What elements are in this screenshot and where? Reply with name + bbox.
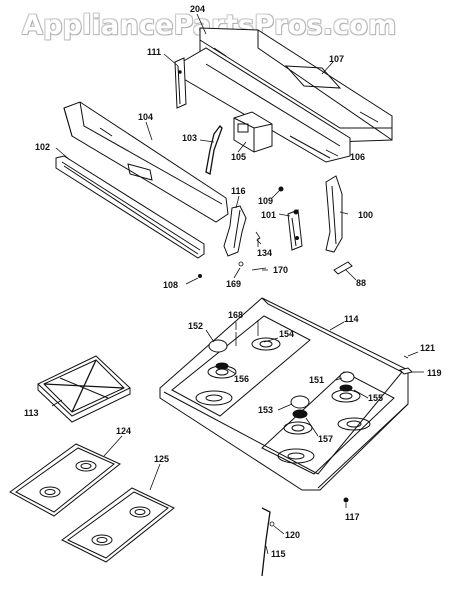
callout-114: 114 (344, 314, 359, 324)
end-panel-100 (325, 175, 343, 253)
rod-115 (261, 507, 275, 577)
drip-pan-124 (9, 443, 121, 517)
control-panel-104 (63, 101, 229, 223)
callout-119: 119 (427, 368, 442, 378)
callout-154: 154 (279, 329, 295, 339)
bracket-111 (174, 57, 187, 109)
front-trim-102 (55, 155, 205, 259)
callout-204: 204 (190, 4, 206, 14)
callout-109: 109 (258, 196, 274, 206)
callout-121: 121 (420, 343, 436, 353)
module-105 (233, 111, 273, 153)
leader-lines (51, 13, 424, 555)
side-bracket-116 (223, 205, 247, 257)
callout-170: 170 (273, 265, 289, 275)
callout-107: 107 (329, 54, 345, 64)
callout-101: 101 (261, 210, 277, 220)
burner-156 (215, 362, 229, 370)
callout-103: 103 (182, 133, 198, 143)
callout-156: 156 (234, 374, 250, 384)
callout-134: 134 (257, 248, 273, 258)
callout-116: 116 (231, 186, 246, 196)
callout-105: 105 (231, 152, 247, 162)
callout-125: 125 (154, 454, 170, 464)
cap-153 (290, 395, 310, 409)
screw-108 (198, 274, 202, 278)
strip-103 (205, 125, 223, 175)
callout-115: 115 (271, 549, 286, 559)
callout-151: 151 (309, 375, 325, 385)
callout-88: 88 (356, 278, 367, 288)
callout-120: 120 (285, 530, 301, 540)
callout-168: 168 (228, 310, 244, 320)
callout-113: 113 (24, 408, 39, 418)
callout-152: 152 (188, 321, 204, 331)
part-117 (343, 497, 349, 503)
callout-155: 155 (368, 393, 384, 403)
callout-106: 106 (350, 152, 366, 162)
callout-117: 117 (345, 512, 360, 522)
grate-113 (37, 355, 131, 423)
cap-151 (339, 371, 355, 383)
clip-170 (251, 267, 267, 271)
callout-124: 124 (116, 426, 132, 436)
callout-153: 153 (258, 405, 274, 415)
callout-169: 169 (226, 279, 242, 289)
screw-169 (238, 261, 244, 267)
cap-152 (208, 339, 228, 353)
burner-155 (339, 384, 353, 392)
bracket-101 (287, 209, 303, 251)
callout-102: 102 (35, 142, 51, 152)
callout-157: 157 (318, 434, 334, 444)
callout-104: 104 (138, 112, 154, 122)
burner-157 (292, 409, 308, 419)
screw-121 (403, 355, 409, 359)
callout-108: 108 (163, 280, 179, 290)
drip-pan-125 (61, 487, 175, 563)
spring-134 (255, 231, 262, 245)
callout-111: 111 (147, 47, 162, 57)
part-88 (333, 261, 353, 275)
callout-100: 100 (358, 210, 374, 220)
